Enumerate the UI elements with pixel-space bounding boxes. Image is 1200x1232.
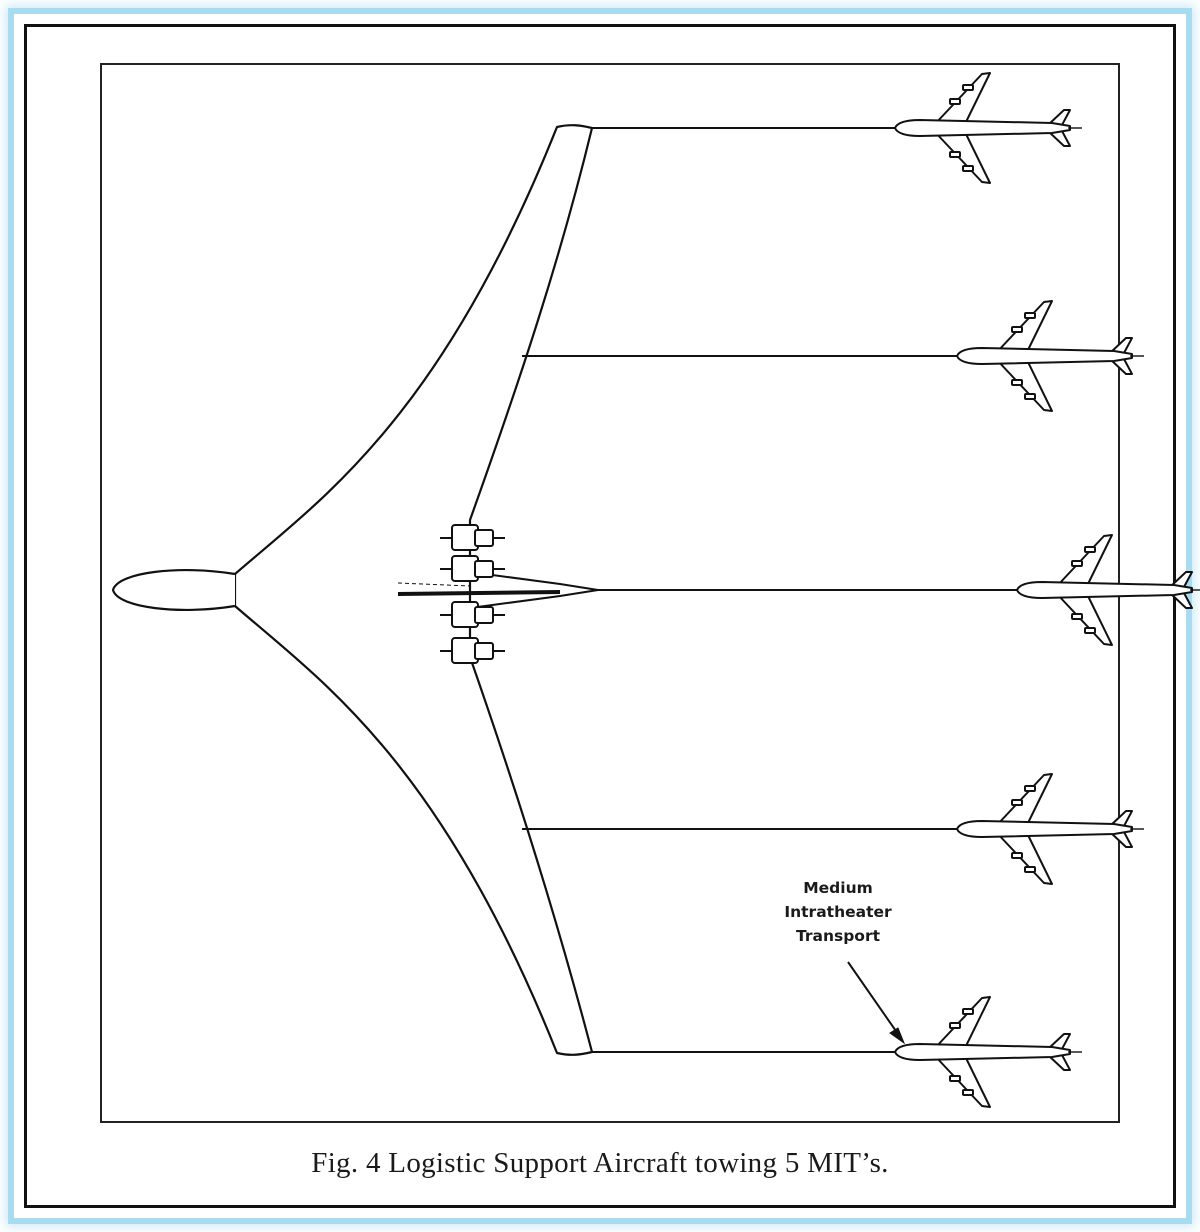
- figure-caption: Fig. 4 Logistic Support Aircraft towing …: [311, 1147, 889, 1179]
- towed-transport-2: [956, 300, 1145, 412]
- support-aircraft-wing: [233, 124, 594, 1056]
- towed-transport-5: [894, 996, 1083, 1108]
- annotation-line-3: Transport: [796, 927, 881, 945]
- tow-cables: [522, 127, 1020, 1053]
- figure-glow-border: [8, 8, 1192, 1224]
- support-aircraft-nose: [111, 569, 236, 611]
- towed-transport-4: [956, 773, 1145, 885]
- annotation-line-2: Intratheater: [784, 903, 892, 921]
- towed-transport-3: [1016, 534, 1200, 646]
- towed-transport-1: [894, 72, 1083, 184]
- support-aircraft-engines: [440, 524, 505, 664]
- annotation-line-1: Medium: [803, 879, 873, 897]
- annotation-arrow: [847, 961, 906, 1045]
